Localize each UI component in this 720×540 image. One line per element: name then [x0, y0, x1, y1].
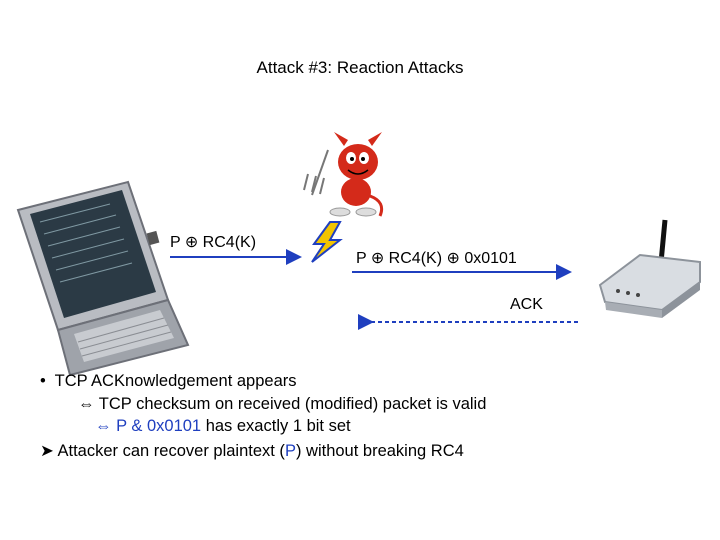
laptop-icon [16, 180, 190, 377]
slide-title: Attack #3: Reaction Attacks [256, 58, 464, 77]
iff-arrow-icon: ⇔ [95, 417, 117, 435]
highlight-plaintext: P [284, 442, 296, 460]
bullet-text: ) without breaking RC4 [295, 442, 464, 460]
bullet-line-4: ➤ Attacker can recover plaintext (P) wit… [40, 441, 464, 461]
bullet-text: has exactly 1 bit set [201, 417, 351, 435]
bullet-text: Attacker can recover plaintext ( [57, 442, 285, 460]
bullet-line-1: • TCP ACKnowledgement appears [40, 371, 297, 391]
bullet-text: TCP checksum on received (modified) pack… [98, 395, 487, 413]
ack-label: ACK [510, 296, 543, 313]
bullet-dot-icon: • [40, 372, 55, 390]
arrowhead-bullet-icon: ➤ [40, 442, 58, 460]
left-packet-label: P ⊕ RC4(K) [170, 234, 257, 251]
devil-mascot-icon [303, 132, 384, 217]
lightning-bolt-icon [311, 221, 343, 263]
bullet-line-2: ⇔ TCP checksum on received (modified) pa… [78, 394, 486, 414]
iff-arrow-icon: ⇔ [78, 395, 99, 413]
highlight-expression: P & 0x0101 [116, 417, 202, 435]
bullet-text: TCP ACKnowledgement appears [54, 372, 297, 390]
wireless-access-point-icon [598, 219, 701, 318]
bullet-line-3: ⇔ P & 0x0101 has exactly 1 bit set [95, 416, 351, 436]
modified-packet-label: P ⊕ RC4(K) ⊕ 0x0101 [356, 250, 517, 267]
